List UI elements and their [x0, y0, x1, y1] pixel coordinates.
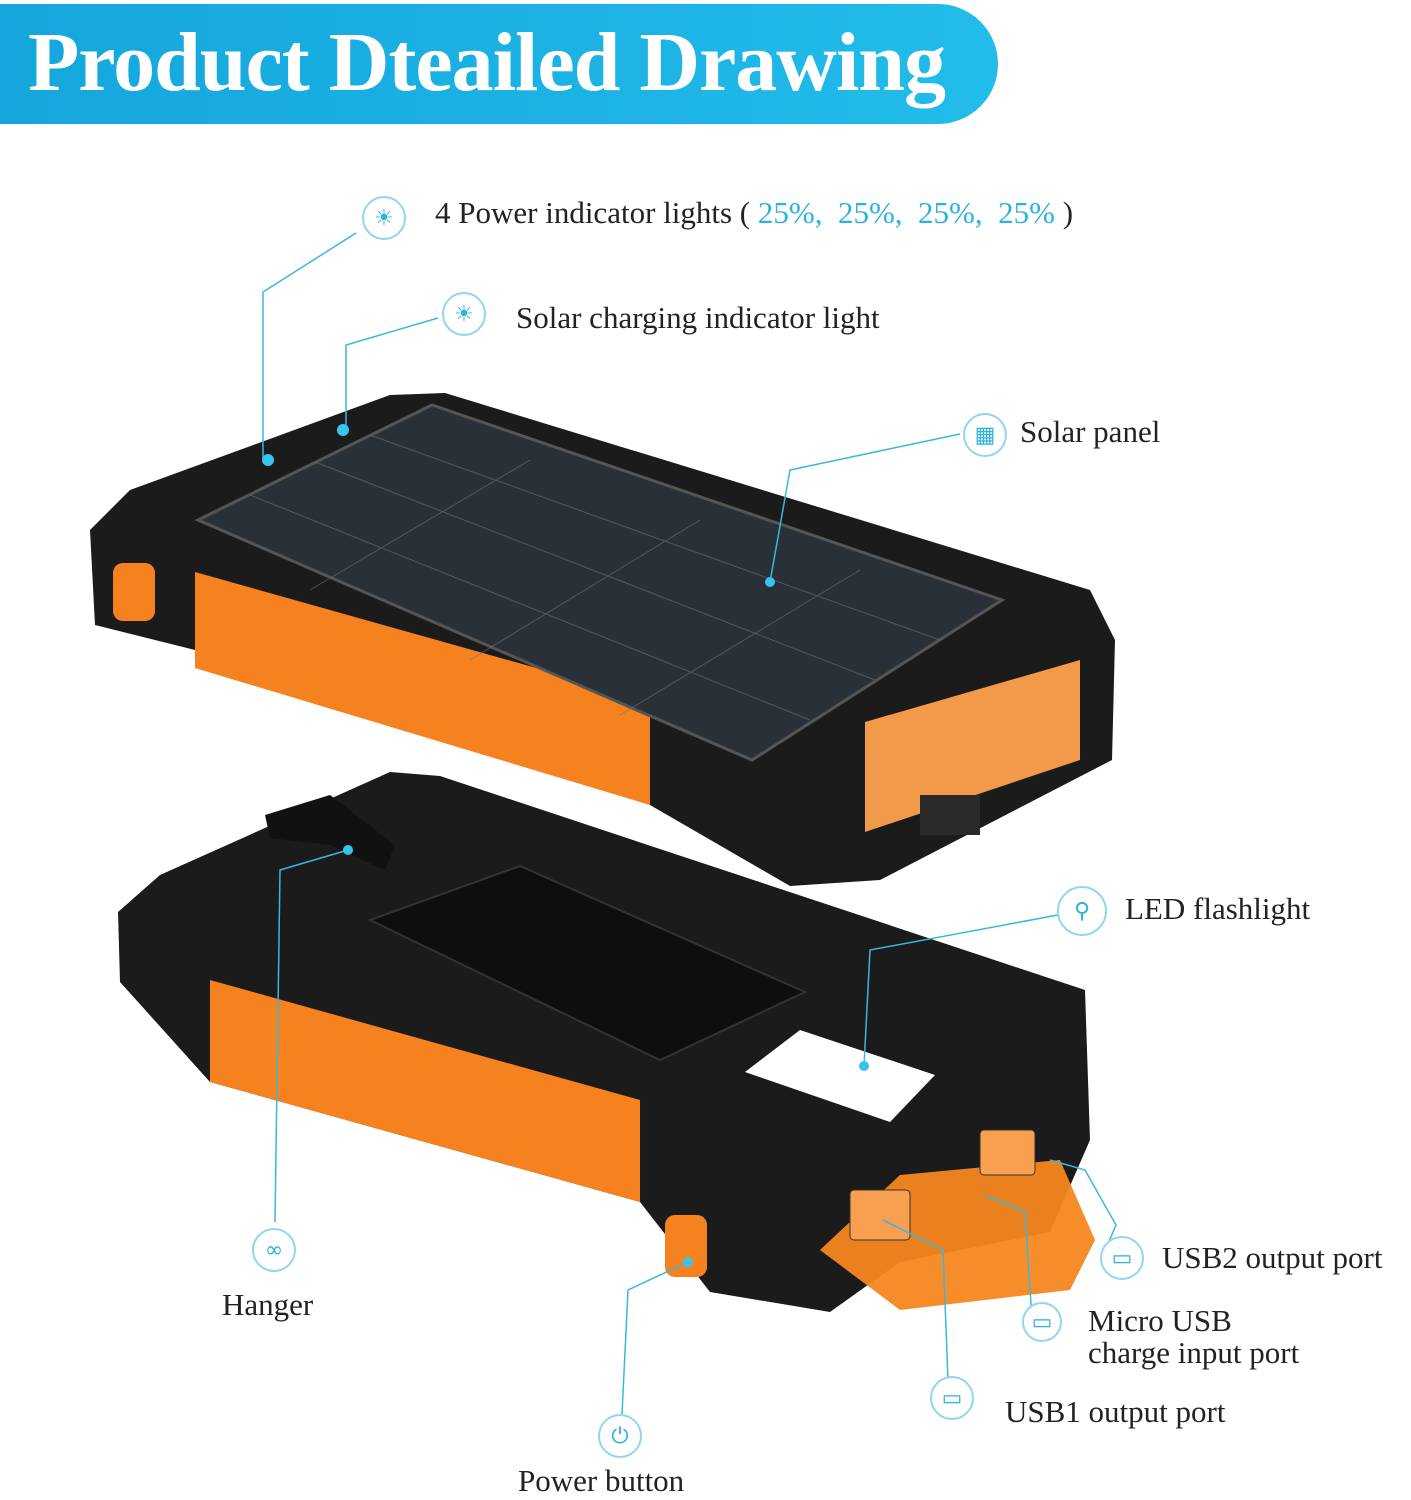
usb2-label: USB2 output port	[1162, 1240, 1383, 1275]
micro-usb-label-2: charge input port	[1088, 1335, 1300, 1370]
usb-port-icon: ▭	[930, 1376, 974, 1420]
usb-port-icon: ▭	[1100, 1236, 1144, 1280]
lightbulb-icon: ☀	[362, 196, 406, 240]
lightbulb-icon: ☀	[442, 292, 486, 336]
label-suffix: )	[1054, 195, 1074, 230]
label-text: 4 Power indicator lights (	[435, 195, 758, 230]
percent-3: 25%,	[918, 195, 983, 230]
usb1-label: USB1 output port	[1005, 1394, 1226, 1429]
solar-panel-icon: ▦	[963, 413, 1007, 457]
power-button-top	[113, 563, 155, 621]
power-indicator-label: 4 Power indicator lights ( 25%, 25%, 25%…	[435, 196, 1073, 230]
percent-4: 25%	[998, 195, 1055, 230]
hanger-label: Hanger	[222, 1287, 314, 1322]
solar-indicator-label: Solar charging indicator light	[516, 300, 880, 335]
power-icon: ⏻	[598, 1414, 642, 1458]
micro-usb-icon: ▭	[1022, 1302, 1062, 1342]
page-title: Product Dteailed Drawing	[28, 16, 946, 109]
power-bank-front	[90, 393, 1115, 886]
title-banner: Product Dteailed Drawing	[0, 4, 998, 124]
micro-usb-label-1: Micro USB	[1088, 1303, 1232, 1338]
leader-lines	[262, 232, 1117, 1415]
solar-panel-label: Solar panel	[1020, 414, 1161, 449]
power-button-bottom	[665, 1215, 707, 1277]
power-bank-back	[118, 772, 1095, 1312]
hanger-icon: ∞	[252, 1228, 296, 1272]
percent-1: 25%,	[757, 195, 823, 230]
led-flashlight-label: LED flashlight	[1125, 891, 1311, 926]
percent-2: 25%,	[837, 195, 903, 230]
power-button-label: Power button	[518, 1463, 685, 1498]
flashlight-icon: ⚲	[1057, 886, 1107, 936]
